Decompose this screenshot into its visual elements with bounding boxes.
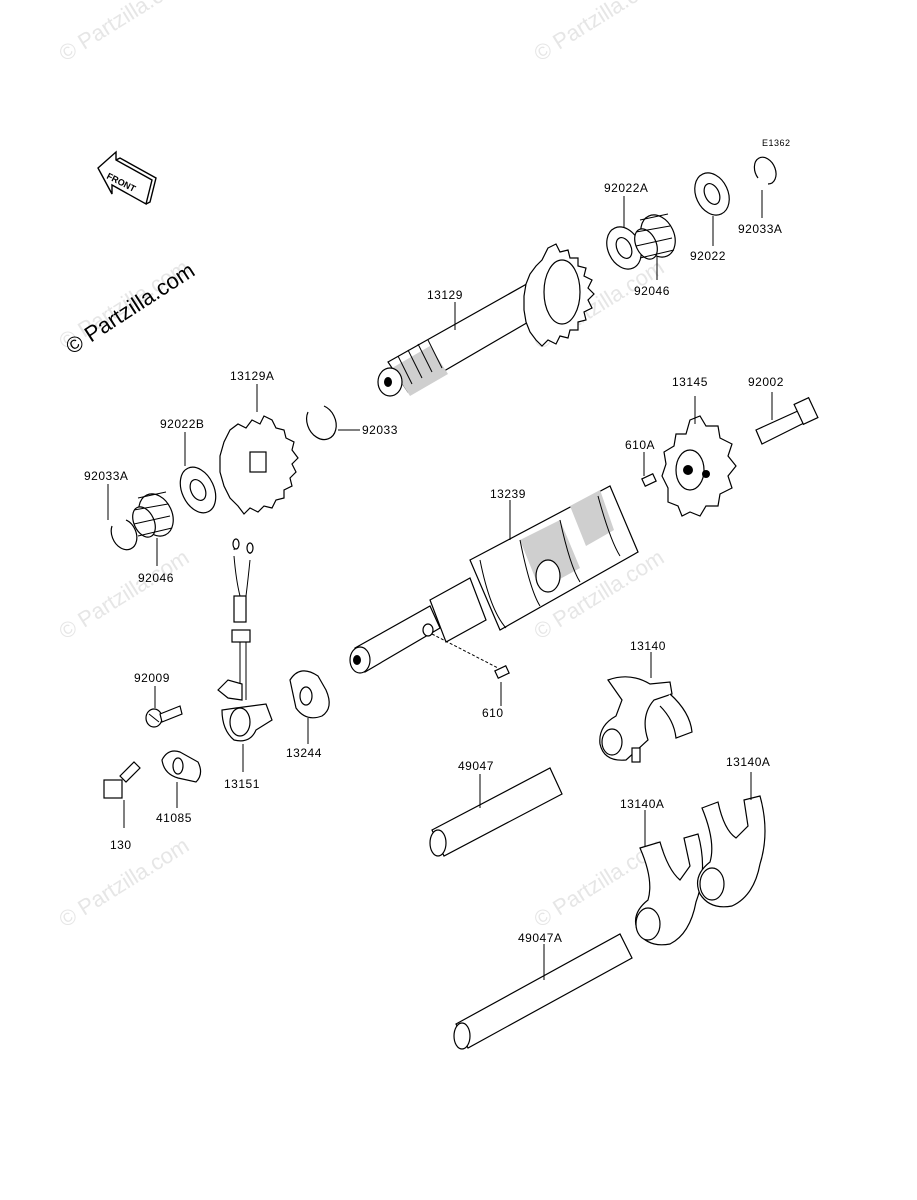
background-watermarks: © Partzilla.com © Partzilla.com © Partzi… xyxy=(54,0,668,932)
diagram-id: E1362 xyxy=(762,138,791,148)
rod-49047A xyxy=(453,933,633,1050)
label-13140A-right: 13140A xyxy=(726,755,770,769)
label-92009: 92009 xyxy=(134,671,170,685)
circlip-92033 xyxy=(306,405,337,441)
screw-92009 xyxy=(145,705,183,728)
shaft-13129 xyxy=(377,271,567,397)
label-610A: 610A xyxy=(625,438,655,452)
label-610: 610 xyxy=(482,706,504,720)
bolt-92002 xyxy=(755,396,819,445)
gear-13129A xyxy=(219,415,299,515)
label-92046-left: 92046 xyxy=(138,571,174,585)
label-49047A: 49047A xyxy=(518,931,562,945)
pin-610A xyxy=(641,473,657,487)
needle-bearing-92046-left xyxy=(132,491,174,538)
shift-drum-13239 xyxy=(349,485,639,674)
shift-cam-13145 xyxy=(661,415,737,517)
watermark-text: © Partzilla.com xyxy=(529,0,668,66)
collar-41085 xyxy=(161,750,202,783)
label-13145: 13145 xyxy=(672,375,708,389)
partzilla-watermark: © Partzilla.com xyxy=(61,257,199,359)
fork-13140 xyxy=(599,676,693,763)
label-13239: 13239 xyxy=(490,487,526,501)
label-13140A-left: 13140A xyxy=(620,797,664,811)
label-49047: 49047 xyxy=(458,759,494,773)
rod-49047 xyxy=(429,767,563,857)
needle-bearing-92046-top xyxy=(634,213,676,260)
fork-13140A-left xyxy=(635,833,704,946)
label-92002: 92002 xyxy=(748,375,784,389)
label-92022B: 92022B xyxy=(160,417,204,431)
label-41085: 41085 xyxy=(156,811,192,825)
gear-13129 xyxy=(523,243,595,347)
pin-610 xyxy=(494,665,510,679)
front-arrow-icon: FRONT xyxy=(97,150,157,206)
label-92033A-left: 92033A xyxy=(84,469,128,483)
neutral-switch-13151 xyxy=(217,538,273,742)
bolt-130 xyxy=(103,761,141,799)
circlip-92033A-top xyxy=(753,156,777,185)
label-13140: 13140 xyxy=(630,639,666,653)
label-13129: 13129 xyxy=(427,288,463,302)
label-92022A: 92022A xyxy=(604,181,648,195)
fork-13140A-right xyxy=(697,795,766,908)
label-92046-top: 92046 xyxy=(634,284,670,298)
washer-92022 xyxy=(694,172,730,216)
label-13151: 13151 xyxy=(224,777,260,791)
washer-92022A xyxy=(606,226,642,270)
watermark-text: © Partzilla.com xyxy=(54,0,193,66)
label-92033A-top: 92033A xyxy=(738,222,782,236)
label-13129A: 13129A xyxy=(230,369,274,383)
cam-13244 xyxy=(289,670,330,719)
circlip-92033A-left xyxy=(110,519,138,551)
label-130: 130 xyxy=(110,838,132,852)
label-92022: 92022 xyxy=(690,249,726,263)
watermark-text: © Partzilla.com xyxy=(54,544,193,644)
label-92033: 92033 xyxy=(362,423,398,437)
washer-92022B xyxy=(179,466,217,514)
label-13244: 13244 xyxy=(286,746,322,760)
